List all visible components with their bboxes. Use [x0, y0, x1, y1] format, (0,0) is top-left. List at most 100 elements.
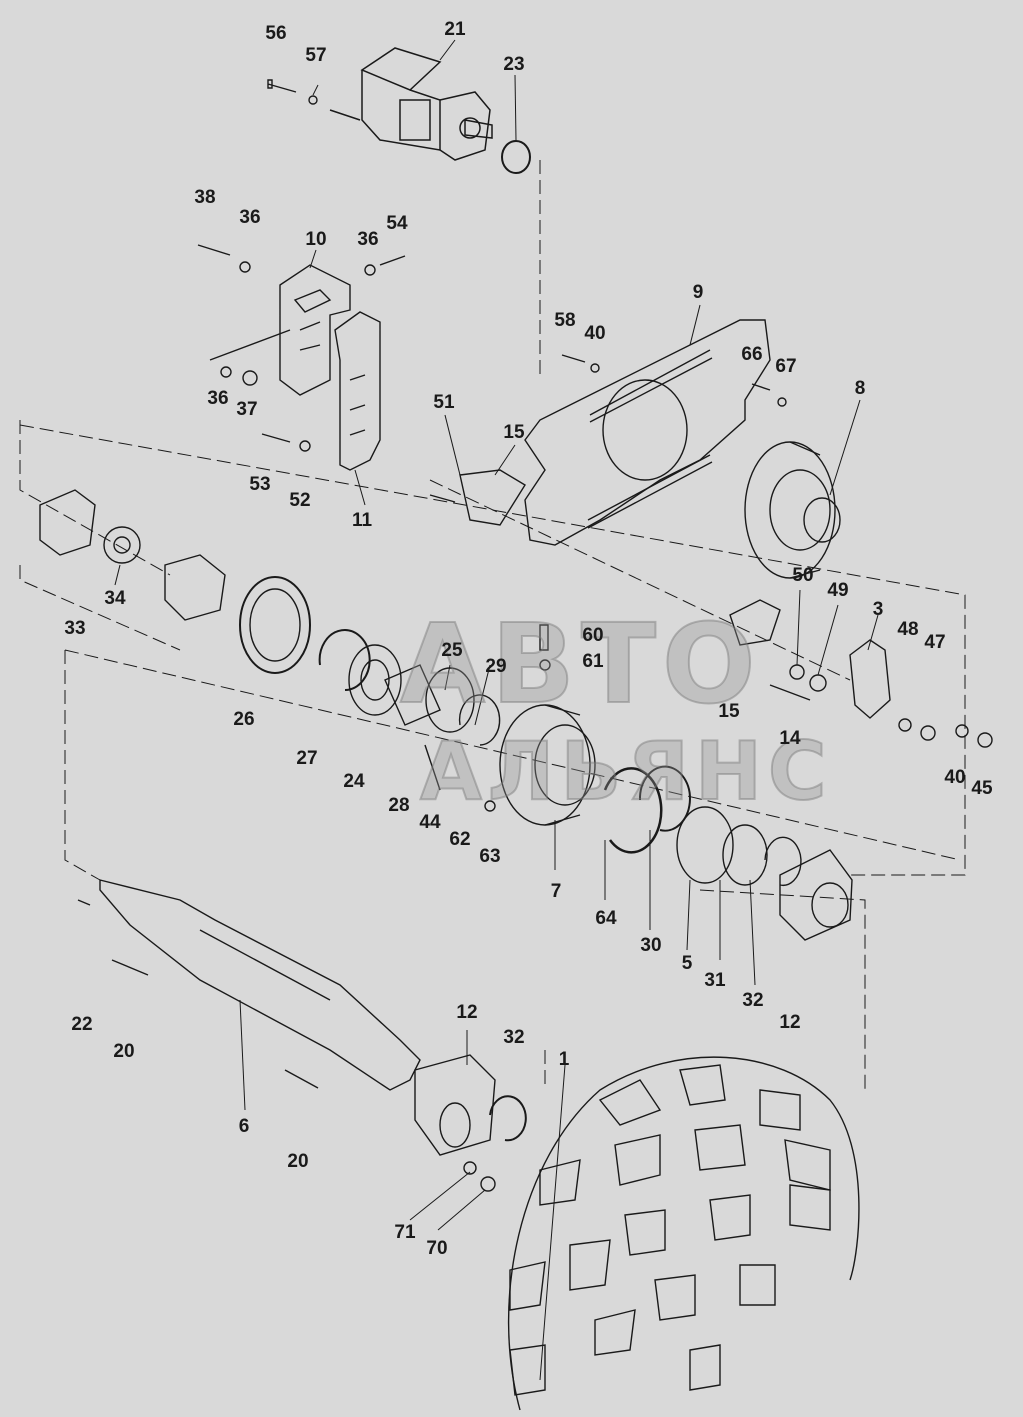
callout-12: 12 — [456, 1002, 478, 1023]
bearing — [425, 667, 475, 733]
bolt — [197, 244, 231, 256]
washer — [463, 1161, 477, 1175]
callout-31: 31 — [704, 970, 726, 991]
nut — [977, 732, 993, 748]
nut — [920, 725, 936, 741]
callout-48: 48 — [897, 619, 919, 640]
tire — [507, 1056, 860, 1411]
bolt — [480, 1176, 496, 1192]
snap-ring — [489, 1095, 527, 1142]
callout-7: 7 — [550, 881, 562, 902]
callout-63: 63 — [479, 846, 501, 867]
callout-52: 52 — [289, 490, 311, 511]
callout-50: 50 — [792, 565, 814, 586]
callout-23: 23 — [503, 54, 525, 75]
callout-64: 64 — [595, 908, 617, 929]
callout-20: 20 — [287, 1151, 309, 1172]
callout-33: 33 — [64, 618, 86, 639]
callout-70: 70 — [426, 1238, 448, 1259]
callout-32: 32 — [503, 1027, 525, 1048]
snap-ring — [458, 694, 501, 746]
callout-67: 67 — [775, 356, 797, 377]
sleeve — [384, 664, 441, 726]
shaft — [99, 879, 421, 1091]
washer — [539, 659, 551, 671]
callout-24: 24 — [343, 771, 365, 792]
callout-45: 45 — [971, 778, 993, 799]
callout-36: 36 — [207, 388, 229, 409]
callout-10: 10 — [305, 229, 327, 250]
callout-28: 28 — [388, 795, 410, 816]
callout-15: 15 — [718, 701, 740, 722]
callout-15: 15 — [503, 422, 525, 443]
callout-14: 14 — [779, 728, 801, 749]
rubber-mount — [729, 599, 781, 646]
callout-60: 60 — [582, 625, 604, 646]
callout-47: 47 — [924, 632, 946, 653]
roller-bearing — [414, 1054, 496, 1156]
o-ring — [501, 140, 531, 174]
callout-36: 36 — [357, 229, 379, 250]
callout-1: 1 — [558, 1049, 570, 1070]
cover-plate — [849, 639, 891, 719]
washer — [484, 800, 496, 812]
bearing-housing — [499, 704, 596, 826]
hydraulic-motor — [329, 47, 493, 161]
callout-3: 3 — [872, 599, 884, 620]
callout-71: 71 — [394, 1222, 416, 1243]
callout-36: 36 — [239, 207, 261, 228]
rubber-mount — [429, 469, 526, 526]
snap-ring — [318, 629, 371, 691]
callout-51: 51 — [433, 392, 455, 413]
key — [77, 899, 91, 906]
mounting-plate — [524, 319, 771, 546]
bearing — [676, 806, 734, 884]
bearing-housing — [779, 849, 853, 941]
callout-53: 53 — [249, 474, 271, 495]
bolt — [561, 354, 586, 363]
washer — [239, 261, 251, 273]
bolt — [751, 383, 771, 391]
callout-20: 20 — [113, 1041, 135, 1062]
callout-22: 22 — [71, 1014, 93, 1035]
assembly-axis-lines — [19, 160, 966, 1090]
bearing — [348, 644, 402, 716]
retaining-ring — [603, 767, 663, 854]
washer — [590, 363, 600, 373]
callout-25: 25 — [441, 640, 463, 661]
callout-61: 61 — [582, 651, 604, 672]
callout-8: 8 — [854, 378, 866, 399]
callout-38: 38 — [194, 187, 216, 208]
grease-fitting — [539, 624, 549, 651]
leader-lines — [114, 39, 879, 1381]
callout-54: 54 — [386, 213, 408, 234]
washer — [299, 440, 311, 452]
washer — [898, 718, 912, 732]
callout-32: 32 — [742, 990, 764, 1011]
bolt — [267, 79, 297, 93]
callout-40: 40 — [944, 767, 966, 788]
washer — [955, 724, 969, 738]
hub-flange — [744, 441, 841, 579]
key — [284, 1069, 319, 1089]
bolt — [424, 744, 441, 791]
callout-29: 29 — [485, 656, 507, 677]
callout-27: 27 — [296, 748, 318, 769]
callout-58: 58 — [554, 310, 576, 331]
coupling — [39, 489, 226, 621]
callout-26: 26 — [233, 709, 255, 730]
snap-ring — [638, 765, 691, 832]
bolt — [261, 433, 291, 443]
callout-11: 11 — [351, 510, 373, 531]
callout-9: 9 — [692, 282, 704, 303]
callout-40: 40 — [584, 323, 606, 344]
snap-ring — [764, 836, 802, 887]
bearing — [722, 824, 768, 886]
bolt — [379, 255, 406, 266]
callout-66: 66 — [741, 344, 763, 365]
callout-49: 49 — [827, 580, 849, 601]
washer — [308, 95, 318, 105]
callout-6: 6 — [238, 1116, 250, 1137]
callout-57: 57 — [305, 45, 327, 66]
